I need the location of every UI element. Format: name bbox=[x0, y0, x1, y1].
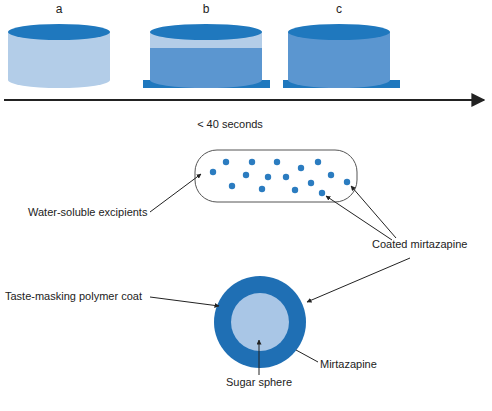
time-arrow bbox=[4, 99, 484, 101]
part-label: Taste-masking polymer coat bbox=[5, 290, 142, 303]
part-label: Mirtazapine bbox=[320, 358, 377, 371]
beaker-top bbox=[288, 24, 390, 40]
beaker: b bbox=[150, 24, 262, 90]
beaker: a bbox=[8, 24, 110, 88]
leader-line bbox=[351, 186, 396, 238]
coated-particles bbox=[210, 159, 350, 196]
beaker-body bbox=[288, 32, 390, 88]
panel-letter: c bbox=[288, 2, 390, 16]
tablet-outline bbox=[195, 150, 357, 202]
beaker-body bbox=[150, 32, 262, 88]
time-label: < 40 seconds bbox=[197, 118, 263, 131]
leader-line bbox=[150, 297, 219, 306]
leader-line bbox=[307, 258, 410, 302]
beaker-top bbox=[8, 24, 110, 40]
part-label: Coated mirtazapine bbox=[372, 238, 467, 251]
beaker-top bbox=[150, 24, 262, 40]
leader-line bbox=[259, 340, 260, 375]
panel-letter: a bbox=[8, 2, 110, 16]
beaker-outline bbox=[140, 24, 272, 92]
beaker-outline bbox=[278, 24, 400, 92]
polymer-coat bbox=[214, 276, 306, 368]
beaker: c bbox=[288, 24, 390, 90]
leader-line bbox=[150, 174, 201, 212]
part-label: Sugar sphere bbox=[226, 376, 292, 389]
panel-letter: b bbox=[150, 2, 262, 16]
leader-line bbox=[326, 196, 392, 240]
leader-line bbox=[296, 350, 318, 362]
beaker-outline bbox=[0, 24, 120, 90]
sugar-sphere bbox=[231, 293, 289, 351]
part-label: Water-soluble excipients bbox=[28, 206, 147, 219]
beaker-body bbox=[8, 32, 110, 88]
